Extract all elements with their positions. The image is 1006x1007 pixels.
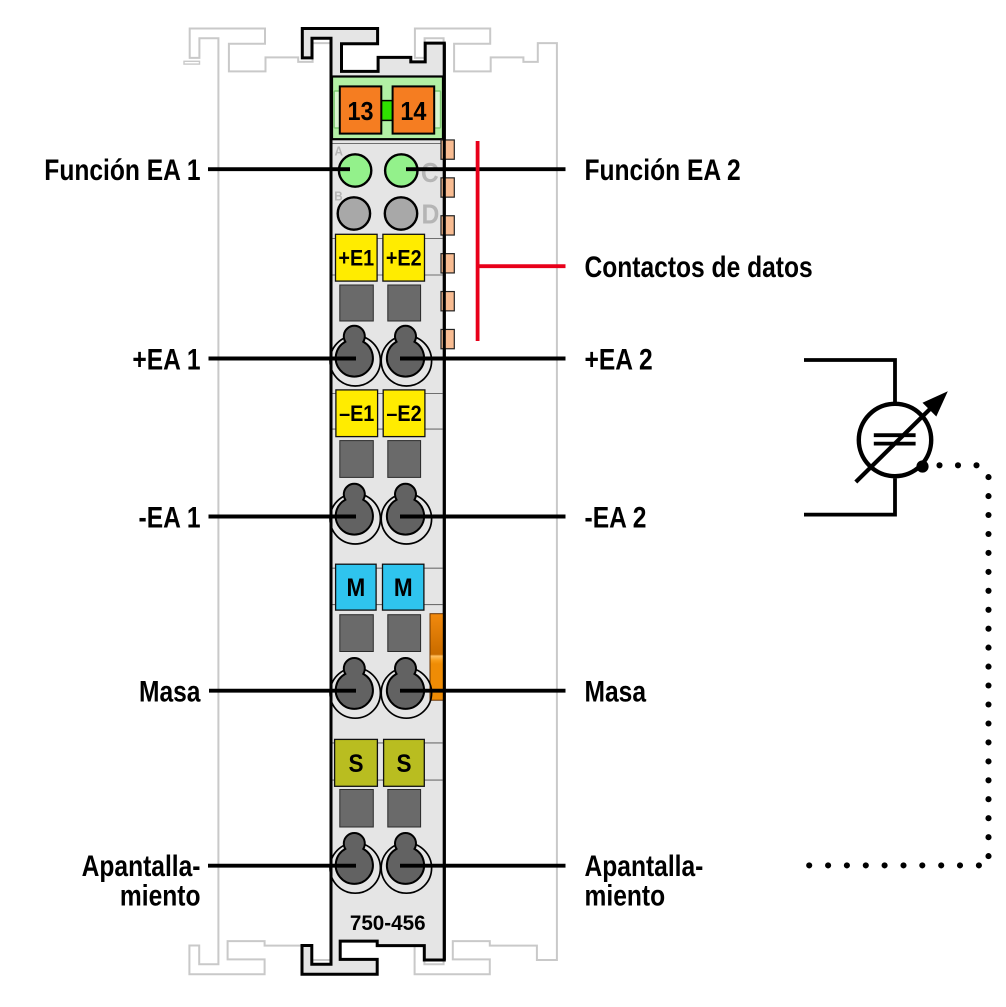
svg-text:M: M <box>394 574 413 602</box>
svg-text:M: M <box>347 574 366 602</box>
svg-text:Masa: Masa <box>139 674 201 708</box>
svg-text:+EA 1: +EA 1 <box>132 342 200 376</box>
svg-text:Masa: Masa <box>585 674 647 708</box>
svg-text:+E1: +E1 <box>338 247 374 271</box>
svg-text:Apantalla-: Apantalla- <box>585 849 704 883</box>
svg-text:D: D <box>422 198 440 230</box>
svg-text:13: 13 <box>347 98 373 126</box>
svg-text:B: B <box>334 189 343 204</box>
svg-text:Función EA 2: Función EA 2 <box>585 153 741 187</box>
svg-text:-EA 1: -EA 1 <box>139 500 201 534</box>
svg-text:miento: miento <box>120 878 201 912</box>
svg-text:–E1: –E1 <box>339 402 375 426</box>
svg-text:+E2: +E2 <box>386 247 422 271</box>
svg-text:C: C <box>421 157 439 189</box>
svg-text:miento: miento <box>585 878 666 912</box>
svg-text:Contactos de datos: Contactos de datos <box>585 250 813 284</box>
svg-text:A: A <box>335 144 344 159</box>
svg-text:-EA 2: -EA 2 <box>585 500 647 534</box>
svg-text:Apantalla-: Apantalla- <box>82 849 201 883</box>
svg-text:S: S <box>396 750 411 778</box>
svg-text:S: S <box>348 750 363 778</box>
svg-text:–E2: –E2 <box>386 402 421 426</box>
svg-text:14: 14 <box>400 98 426 126</box>
svg-text:750-456: 750-456 <box>350 912 426 935</box>
svg-text:+EA 2: +EA 2 <box>585 342 653 376</box>
svg-text:Función EA 1: Función EA 1 <box>44 153 200 187</box>
